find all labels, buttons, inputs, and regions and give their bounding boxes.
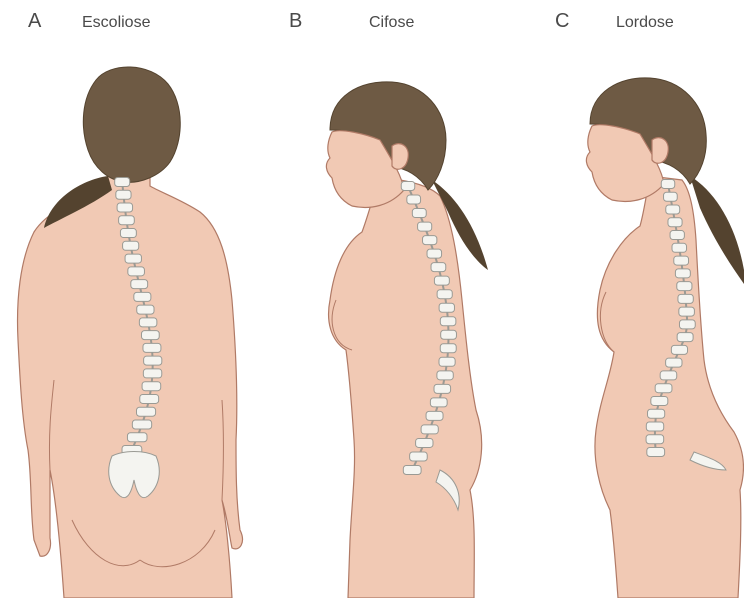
vertebra: [678, 294, 693, 303]
vertebra: [661, 180, 675, 189]
vertebra: [115, 178, 130, 187]
vertebra: [664, 192, 678, 201]
vertebra: [144, 356, 162, 365]
vertebra: [116, 190, 131, 199]
vertebra: [141, 331, 159, 340]
vertebra: [666, 205, 680, 214]
vertebra: [132, 420, 151, 429]
vertebra: [675, 269, 690, 278]
vertebra: [123, 241, 139, 250]
vertebra: [120, 229, 136, 238]
vertebra: [137, 407, 156, 416]
vertebra: [410, 452, 428, 461]
vertebra: [651, 396, 668, 405]
vertebra: [125, 254, 141, 263]
vertebra: [128, 267, 145, 276]
vertebra: [677, 333, 693, 342]
vertebra: [439, 303, 454, 312]
vertebra: [655, 384, 672, 393]
vertebra: [679, 307, 695, 316]
vertebra: [401, 182, 415, 191]
vertebra: [421, 425, 438, 434]
figure-escoliose: [18, 67, 243, 598]
vertebra: [679, 320, 695, 329]
vertebra: [418, 222, 432, 231]
vertebra: [430, 398, 447, 407]
vertebra: [666, 358, 682, 367]
lordose-ear: [652, 138, 668, 164]
vertebra: [660, 371, 677, 380]
vertebra: [431, 263, 446, 272]
vertebra: [437, 290, 452, 299]
escoliose-hair: [83, 67, 180, 182]
vertebra: [416, 438, 433, 447]
vertebra: [434, 276, 449, 285]
vertebra: [127, 433, 147, 442]
vertebra: [142, 382, 161, 391]
vertebra: [440, 344, 456, 353]
figure-lordose: [586, 78, 744, 598]
vertebra: [427, 249, 442, 258]
vertebra: [434, 384, 451, 393]
cifose-body: [329, 180, 482, 598]
vertebra: [672, 243, 687, 252]
vertebra: [143, 343, 161, 352]
vertebra: [426, 411, 443, 420]
vertebra: [134, 292, 151, 301]
vertebra: [674, 256, 689, 265]
vertebra: [131, 280, 148, 289]
vertebra: [648, 409, 665, 418]
vertebra: [671, 345, 687, 354]
vertebra: [670, 231, 684, 240]
vertebra: [407, 195, 421, 204]
vertebra: [646, 422, 663, 431]
vertebra: [412, 209, 426, 218]
cifose-ear: [392, 144, 408, 170]
vertebra: [403, 466, 421, 475]
lordose-ponytail: [690, 176, 744, 284]
vertebra: [677, 282, 692, 291]
vertebra: [119, 216, 135, 225]
vertebra: [137, 305, 154, 314]
vertebra: [646, 435, 664, 444]
vertebra: [439, 357, 455, 366]
vertebra: [117, 203, 132, 212]
vertebra: [441, 330, 457, 339]
vertebra: [668, 218, 682, 227]
vertebra: [423, 236, 437, 245]
vertebra: [440, 317, 456, 326]
vertebra: [143, 369, 161, 378]
figure-cifose: [326, 82, 488, 598]
vertebra: [647, 448, 665, 457]
vertebra: [437, 371, 453, 380]
vertebra: [140, 394, 159, 403]
vertebra: [139, 318, 157, 327]
